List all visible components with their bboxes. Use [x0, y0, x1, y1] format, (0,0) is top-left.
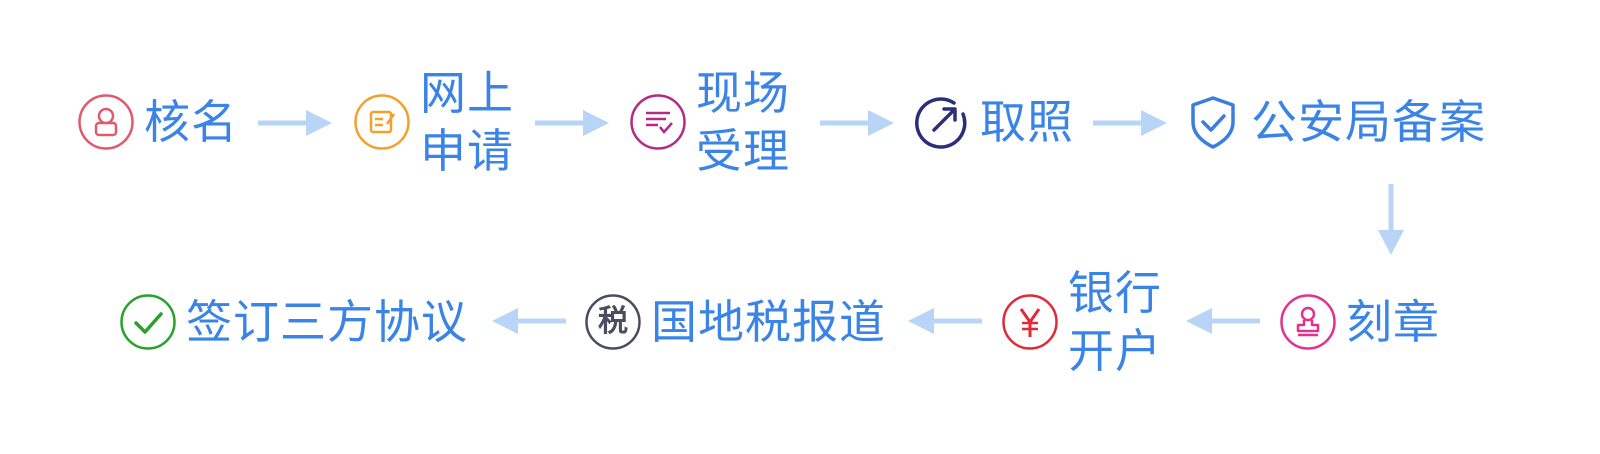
- check-icon: [120, 294, 176, 350]
- step-tax: 税 国地税报道: [585, 293, 886, 351]
- step-onsite: 现场 受理: [630, 64, 790, 180]
- arrow-right: [535, 108, 611, 138]
- tax-glyph: 税: [598, 304, 628, 339]
- yen-icon: [1002, 294, 1058, 350]
- step-police: 公安局备案: [1185, 93, 1486, 151]
- step-license: 取照: [914, 93, 1074, 151]
- step-label: 现场 受理: [696, 66, 790, 178]
- arrow-left: [490, 306, 566, 336]
- arrow-left: [1184, 306, 1260, 336]
- step-label: 国地税报道: [651, 295, 886, 349]
- step-bank: 银行 开户: [1002, 264, 1162, 380]
- step-label: 公安局备案: [1251, 95, 1486, 149]
- shield-check-icon: [1185, 94, 1241, 150]
- tax-glyph-icon: 税: [585, 294, 641, 350]
- step-agreement: 签订三方协议: [120, 293, 468, 351]
- user-icon: [78, 94, 134, 150]
- step-online: 网上 申请: [354, 64, 514, 180]
- step-label: 银行 开户: [1068, 266, 1162, 378]
- step-label: 签订三方协议: [186, 295, 468, 349]
- arrow-left: [906, 306, 982, 336]
- arrow-right: [820, 108, 896, 138]
- step-label: 取照: [980, 95, 1074, 149]
- arrow-up-right-icon: [914, 94, 970, 150]
- step-seal: 刻章: [1280, 293, 1440, 351]
- step-label: 刻章: [1346, 295, 1440, 349]
- step-label: 核名: [144, 95, 238, 149]
- step-naming: 核名: [78, 93, 238, 151]
- edit-form-icon: [354, 94, 410, 150]
- stamp-icon: [1280, 294, 1336, 350]
- checklist-icon: [630, 94, 686, 150]
- step-label: 网上 申请: [420, 66, 514, 178]
- arrow-right: [258, 108, 334, 138]
- arrow-right: [1093, 108, 1169, 138]
- arrow-down: [1376, 184, 1406, 256]
